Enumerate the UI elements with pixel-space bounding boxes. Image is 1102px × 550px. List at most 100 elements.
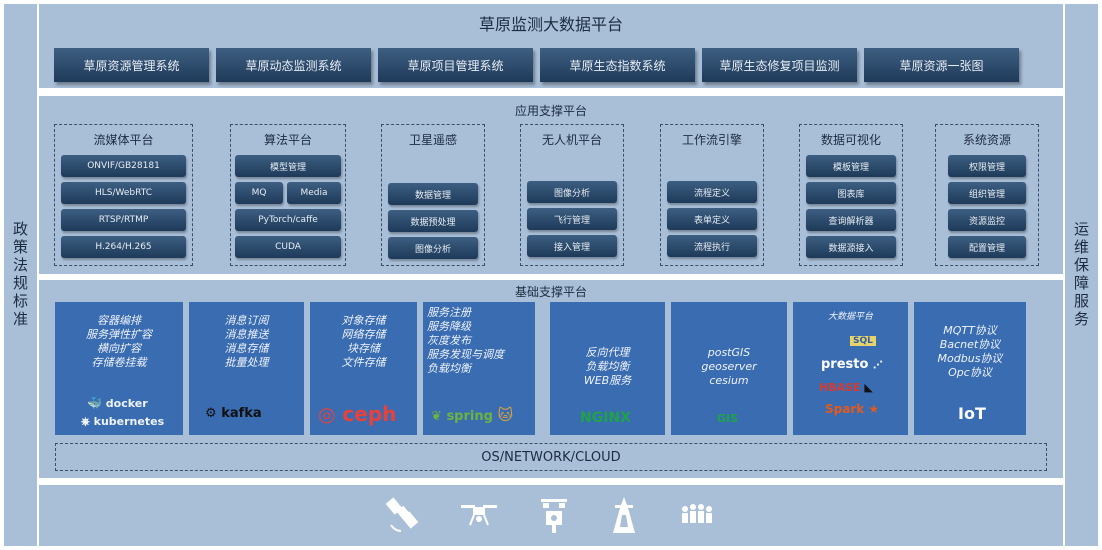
right-side-label: 运维保障服务: [1072, 221, 1090, 329]
group-algorithm: 算法平台 模型管理 MQ Media PyTorch/caffe CUDA: [230, 124, 346, 266]
orca-icon: ◣: [864, 381, 873, 394]
block-gis: postGIS geoserver cesium GIS: [671, 302, 787, 435]
group-item[interactable]: 飞行管理: [527, 208, 617, 230]
block-line: 服务降级: [427, 320, 471, 333]
star-icon: ★: [868, 402, 880, 416]
block-line: Modbus协议: [937, 352, 1003, 365]
block-line: 大数据平台: [827, 312, 873, 322]
system-eco-restoration[interactable]: 草原生态修复项目监测: [702, 48, 857, 82]
group-item[interactable]: 查询解析器: [806, 209, 896, 231]
group-item[interactable]: CUDA: [235, 236, 341, 258]
group-item[interactable]: 数据预处理: [388, 210, 478, 232]
block-storage: 对象存储 网络存储 块存储 文件存储 ◎ ceph: [310, 302, 417, 435]
system-eco-index[interactable]: 草原生态指数系统: [540, 48, 695, 82]
group-satellite: 卫星遥感 数据管理 数据预处理 图像分析: [381, 124, 485, 266]
tomcat-icon: 🐱: [497, 406, 514, 424]
system-one-map[interactable]: 草原资源一张图: [864, 48, 1019, 82]
group-item[interactable]: PyTorch/caffe: [235, 209, 341, 231]
hbase-label: HBASE: [819, 381, 861, 394]
block-line: MQTT协议: [943, 324, 997, 337]
group-item[interactable]: 数据源接入: [806, 236, 896, 258]
group-item[interactable]: ONVIF/GB28181: [61, 155, 186, 177]
block-line: 消息订阅: [224, 314, 269, 327]
kafka-node-icon: ⚙: [205, 406, 217, 421]
group-title: 无人机平台: [541, 133, 602, 147]
block-line: 批量处理: [224, 356, 269, 369]
group-system-resource: 系统资源 权限管理 组织管理 资源监控 配置管理: [935, 124, 1039, 266]
hbase-logo: HBASE ◣: [819, 381, 873, 394]
group-item[interactable]: 图表库: [806, 182, 896, 204]
group-item[interactable]: 图像分析: [388, 237, 478, 259]
group-item[interactable]: 模板管理: [806, 155, 896, 177]
group-item[interactable]: HLS/WebRTC: [61, 182, 186, 204]
docker-label: docker: [105, 397, 148, 410]
block-message: 消息订阅 消息推送 消息存储 批量处理 ⚙ kafka: [189, 302, 304, 435]
docker-logo: 🐳 docker: [87, 396, 148, 410]
presto-logo: presto ⋰: [821, 357, 883, 372]
group-item[interactable]: Media: [287, 182, 341, 204]
block-line: 服务发现与调度: [427, 348, 504, 361]
group-item[interactable]: 模型管理: [235, 155, 341, 177]
leaf-icon: ❦: [431, 409, 442, 424]
spring-label: spring: [446, 409, 493, 424]
group-item[interactable]: 组织管理: [948, 182, 1026, 204]
device-band: [39, 485, 1063, 546]
base-support-title: 基础支撑平台: [514, 285, 587, 299]
left-side-label: 政策法规标准: [11, 221, 29, 329]
top-band: 草原监测大数据平台 草原资源管理系统 草原动态监测系统 草原项目管理系统 草原生…: [39, 4, 1063, 88]
kubernetes-label: kubernetes: [93, 415, 165, 428]
block-line: cesium: [709, 374, 749, 387]
group-drone: 无人机平台 图像分析 飞行管理 接入管理: [520, 124, 624, 266]
left-side-policy: 政策法规标准: [4, 4, 37, 546]
satellite-icon: [385, 497, 419, 532]
system-grass-resource[interactable]: 草原资源管理系统: [54, 48, 209, 82]
group-title: 卫星遥感: [408, 133, 457, 147]
group-item[interactable]: 表单定义: [667, 208, 757, 230]
block-line: postGIS: [707, 346, 751, 359]
group-visualization: 数据可视化 模板管理 图表库 查询解析器 数据源接入: [799, 124, 903, 266]
block-proxy: 反向代理 负载均衡 WEB服务 NGINX: [550, 302, 665, 435]
block-line: 反向代理: [585, 346, 630, 359]
app-support-band: 应用支撑平台 流媒体平台 ONVIF/GB28181 HLS/WebRTC RT…: [39, 96, 1063, 274]
block-line: 存储卷挂载: [91, 356, 147, 369]
spark-logo: Spark ★: [825, 402, 879, 416]
app-support-title: 应用支撑平台: [514, 104, 587, 118]
block-line: Bacnet协议: [939, 338, 1001, 351]
kafka-label: kafka: [221, 406, 262, 421]
group-item[interactable]: H.264/H.265: [61, 236, 186, 258]
base-support-band: 基础支撑平台 容器编排 服务弹性扩容 横向扩容 存储卷挂载 🐳 docker ⎈…: [39, 280, 1063, 478]
gis-logo: GIS: [717, 412, 739, 425]
block-line: 灰度发布: [427, 334, 471, 347]
group-item[interactable]: 流程执行: [667, 235, 757, 257]
group-item[interactable]: 配置管理: [948, 236, 1026, 258]
group-title: 流媒体平台: [93, 133, 154, 147]
spring-logo: ❦ spring 🐱: [431, 406, 513, 424]
sparkle-icon: ⋰: [872, 360, 883, 371]
platform-title: 草原监测大数据平台: [478, 15, 623, 34]
block-line: 负载均衡: [585, 360, 630, 373]
block-line: WEB服务: [583, 374, 632, 387]
group-item[interactable]: 数据管理: [388, 183, 478, 205]
group-item[interactable]: 接入管理: [527, 235, 617, 257]
group-item[interactable]: RTSP/RTMP: [61, 209, 186, 231]
group-workflow: 工作流引擎 流程定义 表单定义 流程执行: [660, 124, 764, 266]
ceph-icon: ◎: [318, 402, 336, 426]
group-streaming: 流媒体平台 ONVIF/GB28181 HLS/WebRTC RTSP/RTMP…: [54, 124, 193, 266]
whale-icon: 🐳: [87, 396, 102, 410]
group-item[interactable]: 流程定义: [667, 181, 757, 203]
block-line: 文件存储: [341, 356, 386, 369]
block-container: 容器编排 服务弹性扩容 横向扩容 存储卷挂载 🐳 docker ⎈ kubern…: [55, 302, 183, 435]
group-item[interactable]: 权限管理: [948, 155, 1026, 177]
block-line: 消息推送: [224, 328, 269, 341]
helm-icon: ⎈: [81, 415, 90, 428]
group-item[interactable]: 图像分析: [527, 181, 617, 203]
group-title: 数据可视化: [820, 133, 881, 147]
system-dynamic-monitor[interactable]: 草原动态监测系统: [216, 48, 371, 82]
group-item[interactable]: MQ: [235, 182, 283, 204]
block-line: 网络存储: [341, 328, 386, 341]
group-item[interactable]: 资源监控: [948, 209, 1026, 231]
drone-icon: [461, 505, 497, 526]
block-line: 服务弹性扩容: [86, 328, 152, 341]
system-project-mgmt[interactable]: 草原项目管理系统: [378, 48, 533, 82]
group-title: 工作流引擎: [681, 133, 742, 147]
